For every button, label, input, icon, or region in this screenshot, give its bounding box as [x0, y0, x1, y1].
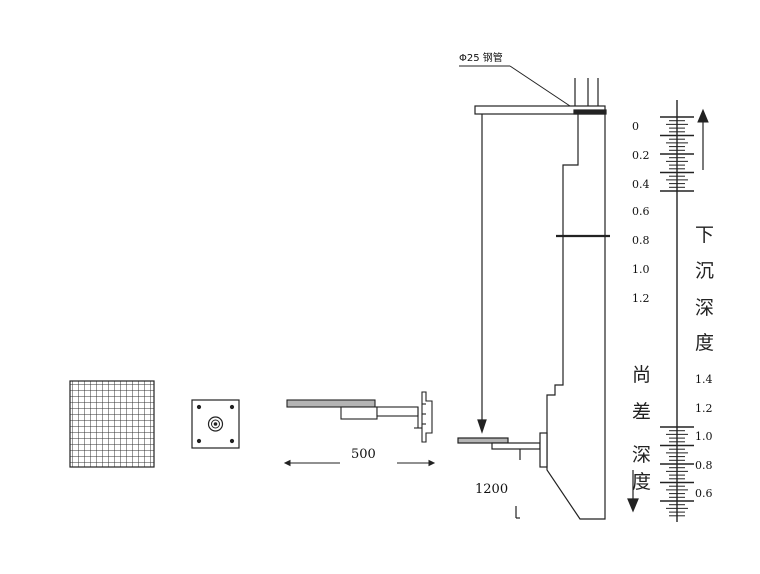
sinking-depth-char: 下 — [695, 224, 715, 246]
dimension-1200-label: 1200 — [475, 482, 509, 497]
scale-tick-label: 1.2 — [695, 402, 713, 415]
scale-tick-label: 1.0 — [632, 263, 650, 276]
measuring-wire — [477, 114, 487, 434]
remaining-depth-char: 尚 — [632, 364, 652, 386]
remaining-depth-char: 差 — [632, 401, 652, 423]
sinking-depth-char: 沉 — [695, 260, 715, 282]
settlement-structure — [457, 78, 610, 520]
remaining-depth-char: 深 — [632, 444, 652, 466]
up-arrow-icon — [697, 108, 709, 123]
base-plate — [191, 399, 240, 449]
grid-mesh — [69, 380, 155, 468]
scale-tick-label: 1.0 — [695, 430, 713, 443]
scale-tick-label: 0.8 — [695, 459, 713, 472]
dimension-1200-mark — [515, 506, 520, 519]
scale-tick-label: 0.6 — [632, 205, 650, 218]
pipe-callout-label: Φ25 钢管 — [459, 53, 503, 64]
scale-tick-label: 0.8 — [632, 234, 650, 247]
scale-bottom-ticks — [660, 426, 694, 517]
measuring-scale — [660, 100, 709, 522]
sinking-depth-char: 度 — [695, 332, 715, 354]
callout-leader — [459, 65, 571, 107]
sinking-depth-char: 深 — [695, 297, 715, 319]
scale-tick-label: 0.2 — [632, 149, 650, 162]
dimension-500-label: 500 — [351, 447, 376, 462]
down-arrow — [627, 470, 639, 513]
down-arrow-icon — [627, 498, 639, 513]
scale-tick-label: 1.4 — [695, 373, 713, 386]
scale-tick-label: 0.6 — [695, 487, 713, 500]
dimension-500-line — [283, 459, 436, 467]
remaining-depth-char: 度 — [632, 471, 652, 493]
scale-tick-label: 1.2 — [632, 292, 650, 305]
scale-top-ticks — [660, 116, 694, 192]
settlement-plate-side — [286, 391, 433, 443]
scale-tick-label: 0 — [632, 120, 639, 133]
scale-tick-label: 0.4 — [632, 178, 650, 191]
